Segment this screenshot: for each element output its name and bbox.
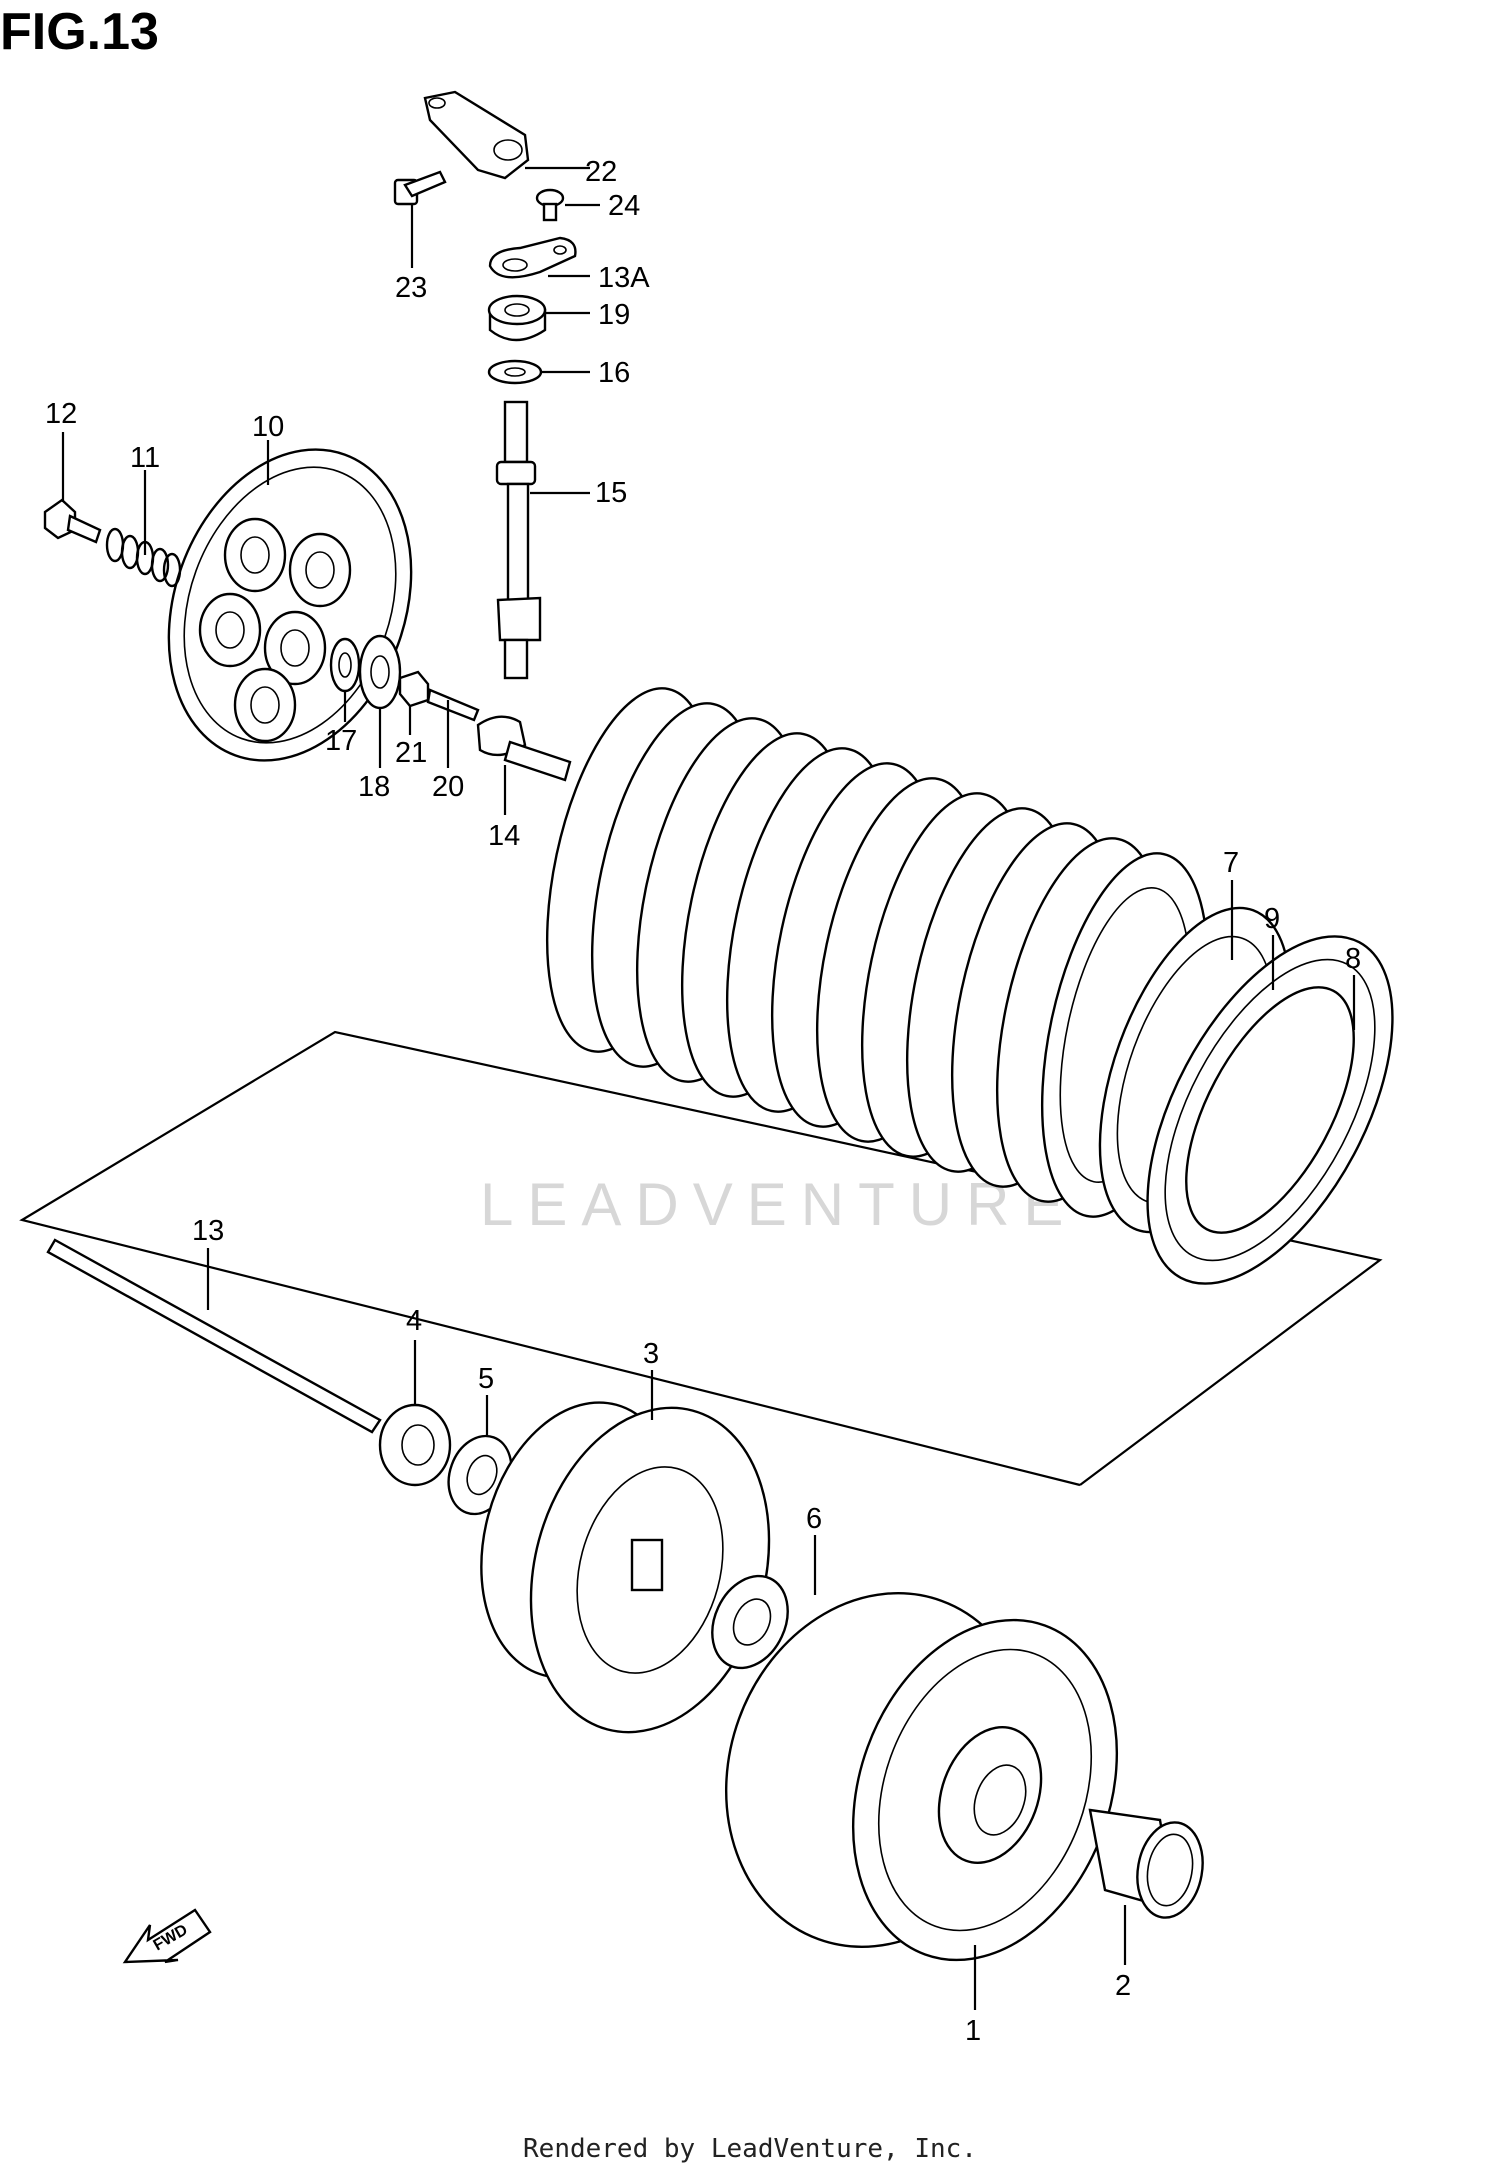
part-18-bearing[interactable]	[358, 634, 402, 710]
callout-13: 13	[192, 1215, 224, 1247]
part-2-spacer[interactable]	[1088, 1808, 1210, 1923]
part-14-push-piece[interactable]	[476, 715, 572, 782]
part-20-screw[interactable]	[426, 688, 480, 722]
callout-9: 9	[1264, 903, 1280, 935]
callout-12: 12	[45, 398, 77, 430]
callout-5: 5	[478, 1363, 494, 1395]
part-8-drive-plate[interactable]	[1097, 898, 1443, 1323]
part-24-screw[interactable]	[535, 188, 565, 222]
part-1-clutch-housing[interactable]	[677, 1550, 1162, 1998]
part-6-washer[interactable]	[698, 1564, 802, 1681]
callout-8: 8	[1345, 943, 1361, 975]
callout-22: 22	[585, 156, 617, 188]
part-13a-plate[interactable]	[488, 236, 577, 279]
callout-13a: 13A	[598, 262, 650, 294]
part-3-clutch-hub[interactable]	[452, 1380, 804, 1759]
callout-16: 16	[598, 357, 630, 389]
callout-19: 19	[598, 299, 630, 331]
part-21-nut[interactable]	[398, 670, 430, 708]
part-22-release-arm[interactable]	[423, 90, 530, 180]
callout-15: 15	[595, 477, 627, 509]
callout-18: 18	[358, 771, 390, 803]
footer-credit: Rendered by LeadVenture, Inc.	[523, 2134, 977, 2164]
callout-11: 11	[130, 442, 160, 474]
callout-2: 2	[1115, 1970, 1131, 2002]
part-23-bolt[interactable]	[393, 170, 447, 206]
callout-10: 10	[252, 411, 284, 443]
part-16-washer[interactable]	[487, 359, 543, 385]
part-15-release-shaft[interactable]	[495, 400, 542, 680]
part-17-washer[interactable]	[329, 637, 361, 693]
assembly-outline	[19, 1030, 1383, 1487]
callout-6: 6	[806, 1503, 822, 1535]
part-19-seal[interactable]	[487, 294, 547, 342]
watermark-text: LEADVENTURE	[480, 1171, 1078, 1238]
callout-17: 17	[325, 725, 357, 757]
callout-23: 23	[395, 272, 427, 304]
part-4-nut[interactable]	[378, 1403, 452, 1487]
callout-4: 4	[406, 1305, 422, 1337]
callout-3: 3	[643, 1338, 659, 1370]
fwd-arrow-icon: FWD	[122, 1908, 212, 1964]
callout-24: 24	[608, 190, 640, 222]
leader-lines	[61, 166, 1356, 2010]
callout-1: 1	[965, 2015, 981, 2047]
callout-20: 20	[432, 771, 464, 803]
callout-7: 7	[1223, 847, 1239, 879]
part-11-spring[interactable]	[105, 527, 182, 588]
part-13-push-rod[interactable]	[46, 1238, 382, 1434]
part-12-bolt[interactable]	[43, 498, 102, 544]
figure-title: FIG.13	[0, 3, 159, 61]
callout-14: 14	[488, 820, 520, 852]
callout-21: 21	[395, 737, 427, 769]
